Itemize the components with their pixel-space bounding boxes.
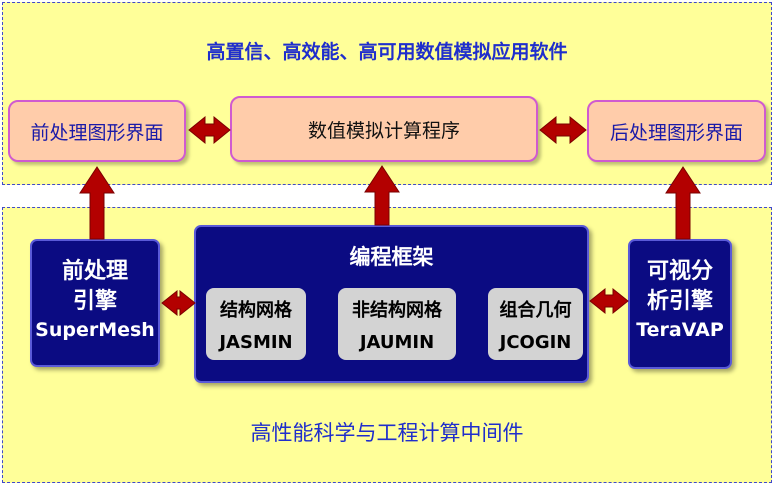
programming-framework-title: 编程框架 [349, 245, 434, 269]
double-arrow-engine-framework [161, 289, 196, 317]
programming-framework-box: 编程框架 结构网格 JASMIN 非结构网格 JAUMIN 组合几何 JCOGI… [194, 225, 589, 383]
framework-item-jasmin: 结构网格 JASMIN [206, 288, 306, 360]
framework-item-name: JASMIN [219, 332, 293, 353]
framework-item-label: 结构网格 [220, 300, 292, 321]
framework-item-label: 组合几何 [499, 300, 572, 321]
arrow-up-postprocessing [665, 166, 701, 240]
framework-item-jaumin: 非结构网格 JAUMIN [338, 288, 456, 360]
visualization-engine-box: 可视分 析引擎 TeraVAP [628, 239, 732, 369]
application-layer-title: 高置信、高效能、高可用数值模拟应用软件 [206, 41, 568, 63]
visualization-engine-name: TeraVAP [636, 319, 724, 341]
preprocessing-engine-line1: 前处理 [61, 259, 128, 284]
framework-item-name: JCOGIN [499, 332, 572, 353]
visualization-engine-line1: 可视分 [646, 259, 713, 284]
postprocessing-gui-label: 后处理图形界面 [609, 121, 743, 144]
double-arrow-framework-engine [589, 287, 629, 315]
framework-item-name: JAUMIN [359, 332, 435, 353]
simulation-program-box: 数值模拟计算程序 [230, 96, 538, 162]
preprocessing-engine-name: SuperMesh [35, 319, 155, 341]
double-arrow-program-gui [539, 115, 587, 145]
arrow-up-preprocessing [79, 166, 115, 240]
preprocessing-gui-box: 前处理图形界面 [8, 100, 186, 162]
postprocessing-gui-box: 后处理图形界面 [587, 100, 766, 162]
simulation-program-label: 数值模拟计算程序 [307, 119, 460, 142]
preprocessing-gui-label: 前处理图形界面 [30, 121, 164, 144]
double-arrow-gui-program [188, 115, 231, 145]
arrow-up-framework [364, 165, 400, 226]
middleware-layer-title: 高性能科学与工程计算中间件 [250, 421, 524, 445]
preprocessing-engine-line2: 引擎 [72, 289, 117, 314]
framework-item-label: 非结构网格 [352, 300, 442, 321]
framework-item-jcogin: 组合几何 JCOGIN [488, 288, 583, 360]
visualization-engine-line2: 析引擎 [646, 289, 713, 314]
preprocessing-engine-box: 前处理 引擎 SuperMesh [30, 239, 160, 367]
